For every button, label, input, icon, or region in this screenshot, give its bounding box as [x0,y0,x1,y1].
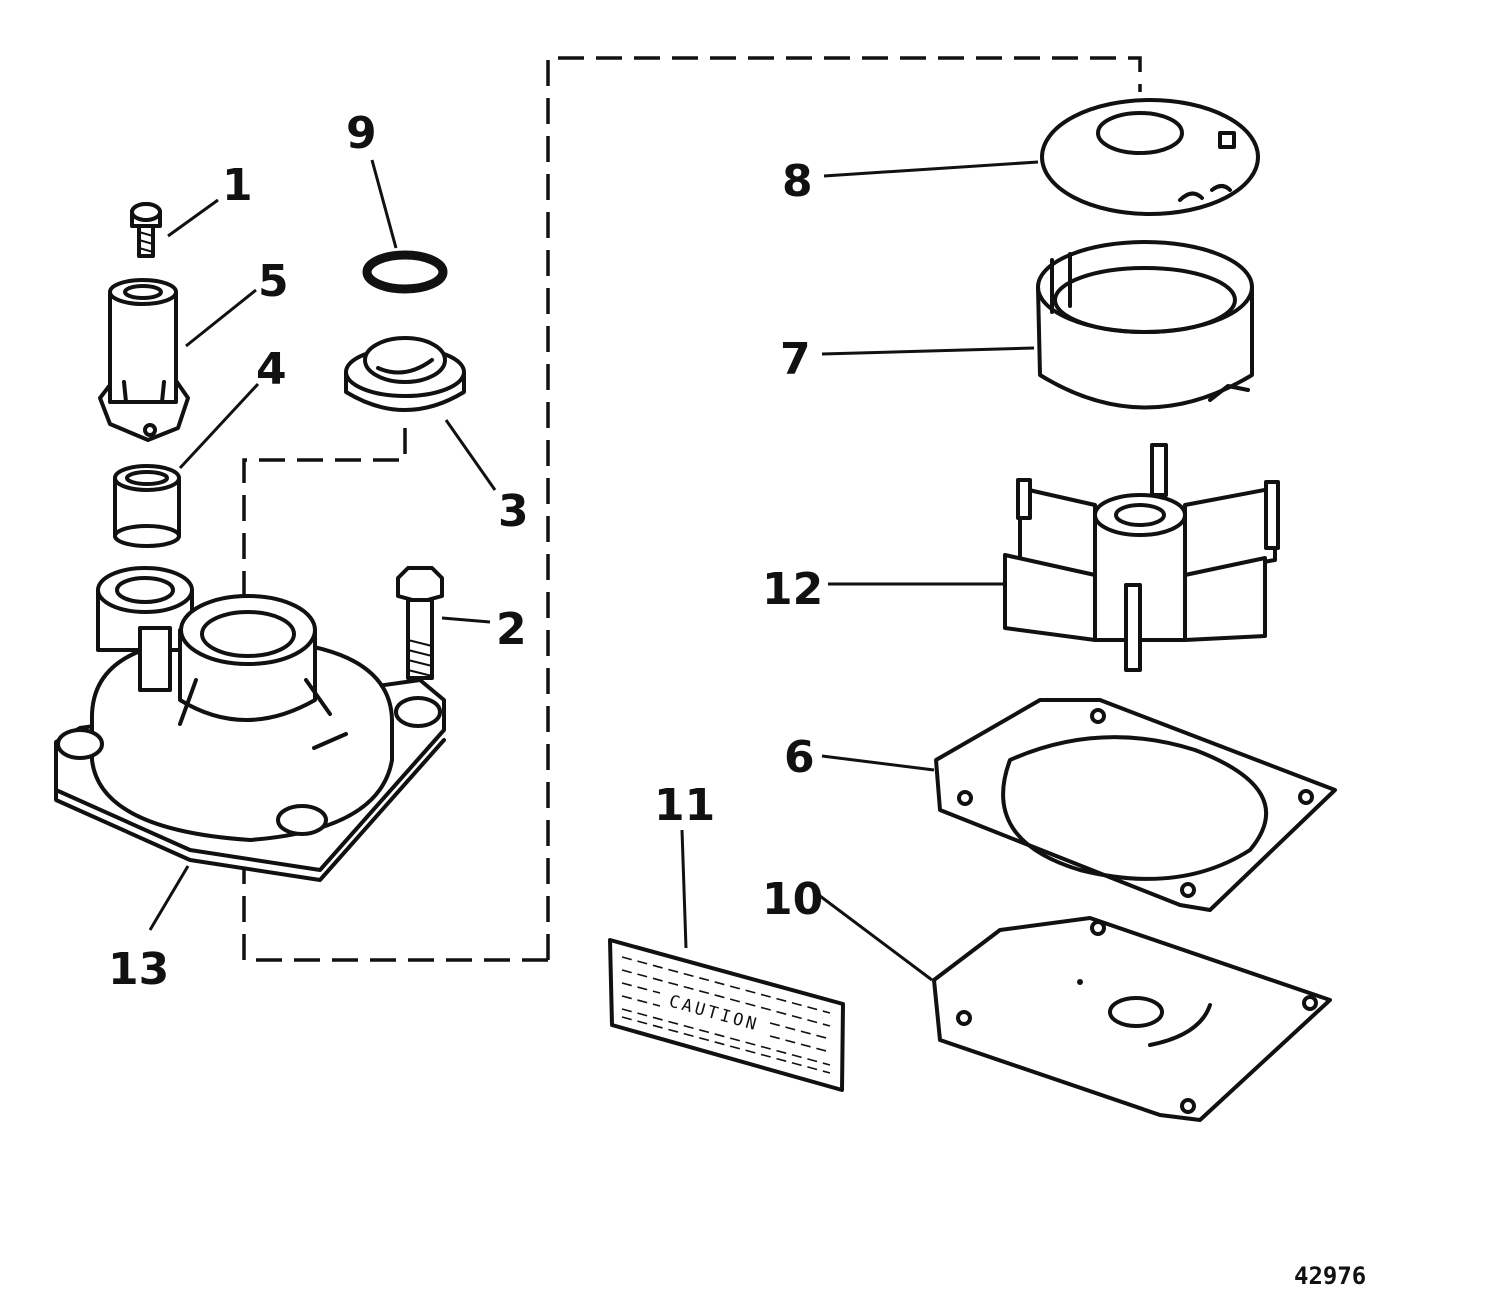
part-5-water-tube [98,278,190,442]
part-4-bushing [113,464,181,548]
callout-6: 6 [784,732,815,783]
part-9-o-ring [362,250,448,294]
callout-12: 12 [762,564,823,615]
callout-11: 11 [654,780,715,831]
part-12-impeller [1003,443,1280,672]
assembly-guide-lines [242,56,1142,962]
part-10-wear-plate [932,916,1332,1122]
callout-13: 13 [108,944,169,995]
leader-lines [148,159,1039,982]
part-11-caution-decal [608,938,845,1092]
callout-7: 7 [780,334,811,385]
callout-9: 9 [346,108,377,159]
part-6-gasket [934,698,1337,912]
part-1-screw [130,202,162,258]
part-7-cup [1036,240,1254,410]
callout-labels: 1 5 4 9 3 2 13 8 7 12 6 10 11 [108,108,823,995]
part-2-bolt [396,566,444,680]
callout-4: 4 [256,344,287,395]
callout-3: 3 [498,486,529,537]
callout-10: 10 [762,874,823,925]
part-8-plate [1040,98,1260,216]
callout-8: 8 [782,156,813,207]
callout-1: 1 [222,160,253,211]
figure-number: 42976 [1294,1262,1366,1290]
part-3-grommet [344,336,466,412]
callout-5: 5 [258,256,289,307]
callout-2: 2 [496,604,527,655]
part-13-pump-housing [54,566,446,882]
